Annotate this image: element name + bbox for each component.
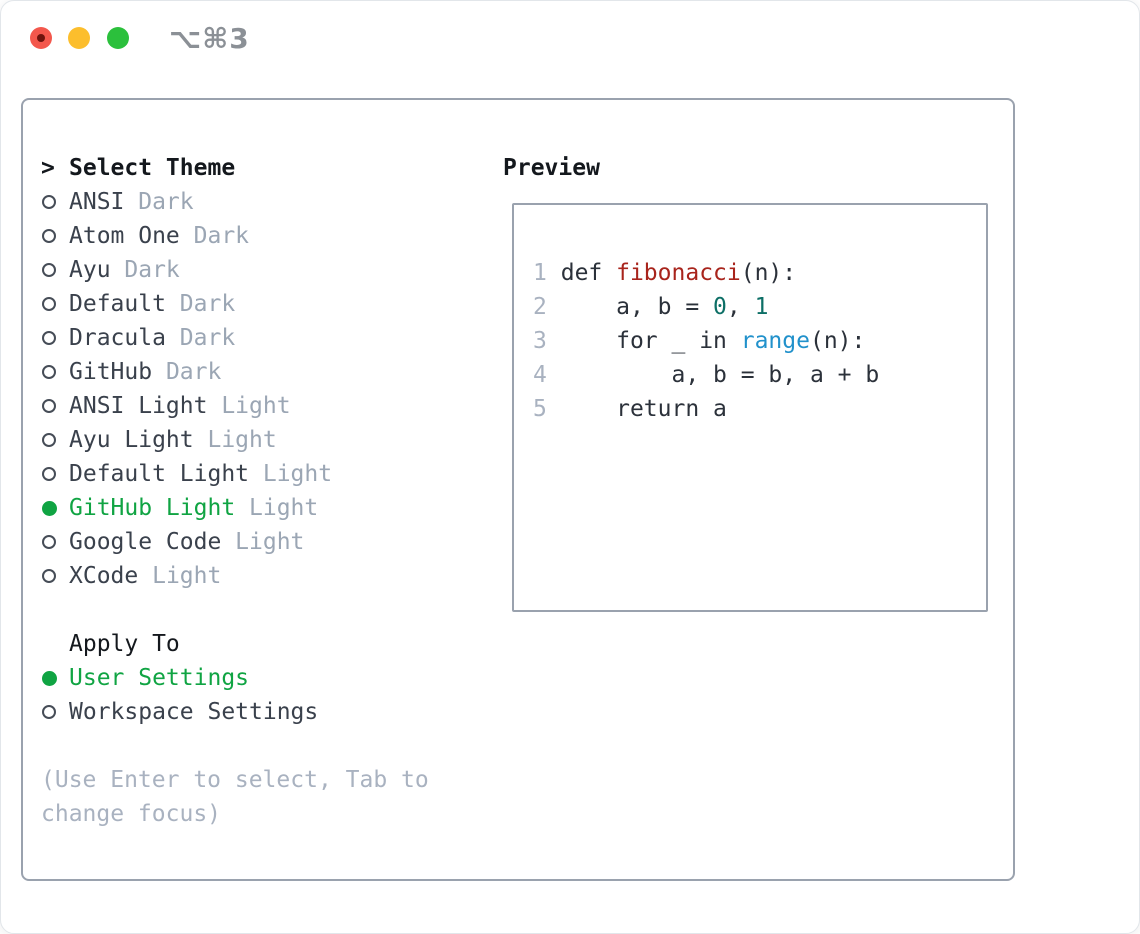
line-number: 5 [533,396,547,422]
radio-icon [42,195,56,209]
variant-tag: Dark [193,223,250,249]
code-token: (n): [740,260,797,286]
code-line: 1 def fibonacci(n): [533,256,986,290]
code-token: 1 [754,294,769,320]
code-token: a, b = b, a + b [560,362,880,388]
line-number: 2 [533,294,547,320]
variant-tag: Light [207,427,277,453]
radio-icon [42,467,56,481]
radio-icon [42,705,56,719]
theme-option[interactable]: Default Light Light [41,457,429,491]
apply-to-option[interactable]: Workspace Settings [41,695,429,729]
radio-selected-icon [42,500,57,516]
option-label: Google Code [69,529,222,555]
line-number: 1 [533,260,547,286]
minimize-button[interactable] [68,27,90,49]
code-token: range [740,328,810,354]
window-title: ⌥⌘3 [169,22,250,55]
variant-tag: Dark [179,325,236,351]
variant-tag: Light [235,529,305,555]
variant-tag: Dark [138,189,194,215]
blank-line [533,426,986,460]
line-number: 3 [533,328,547,354]
code-token: , [726,294,755,320]
option-label: ANSI [69,189,125,215]
code-token: (n): [809,328,866,354]
theme-option[interactable]: ANSI Light Light [41,389,429,423]
radio-icon [42,535,56,549]
code-token: fibonacci [616,260,741,286]
preview-header: Preview [503,155,600,181]
option-label: Ayu Light [69,427,194,453]
radio-icon [42,399,56,413]
radio-icon [42,229,56,243]
code-token: return a [560,396,727,422]
option-label: Dracula [69,325,166,351]
theme-option[interactable]: Dracula Dark [41,321,429,355]
variant-tag: Dark [179,291,236,317]
theme-option[interactable]: Atom One Dark [41,219,429,253]
hint-line-2: change focus) [41,801,222,827]
radio-icon [42,433,56,447]
option-label: GitHub [69,359,153,385]
variant-tag: Light [221,393,291,419]
variant-tag: Dark [165,359,222,385]
option-label: Ayu [69,257,111,283]
code-token: def [560,260,617,286]
close-button[interactable] [30,27,52,49]
code-token: a, b = [560,294,714,320]
code-token: for _ in [560,328,741,354]
radio-icon [42,263,56,277]
code-line: 5 return a [533,392,986,426]
option-label: ANSI Light [69,393,208,419]
variant-tag: Light [249,495,319,521]
focus-arrow-icon: > [41,155,55,181]
apply-to-option[interactable]: User Settings [41,661,429,695]
theme-option[interactable]: ANSI Dark [41,185,429,219]
select-theme-header: Select Theme [69,155,236,181]
radio-selected-icon [42,670,57,686]
radio-icon [42,331,56,345]
radio-icon [42,297,56,311]
apply-to-header: Apply To [69,631,180,657]
line-number: 4 [533,362,547,388]
zoom-button[interactable] [107,27,129,49]
code-token: 0 [713,294,727,320]
option-label: Default [69,291,166,317]
hint-line-1: (Use Enter to select, Tab to [41,767,429,793]
preview-section: Preview [503,151,600,185]
option-label: XCode [69,563,139,589]
theme-option[interactable]: Ayu Dark [41,253,429,287]
theme-option[interactable]: GitHub Light Light [41,491,429,525]
option-label: Atom One [69,223,180,249]
spacer [41,729,429,763]
theme-option[interactable]: Google Code Light [41,525,429,559]
option-label: Default Light [69,461,250,487]
variant-tag: Light [262,461,333,487]
option-label: User Settings [69,665,250,691]
variant-tag: Dark [124,257,180,283]
radio-icon [42,569,56,583]
code-line: 4 a, b = b, a + b [533,358,986,392]
apply-to-header-row: Apply To [41,627,429,661]
title-bar: ⌥⌘3 [1,1,1139,75]
code-line: 3 for _ in range(n): [533,324,986,358]
theme-option[interactable]: GitHub Dark [41,355,429,389]
theme-option[interactable]: XCode Light [41,559,429,593]
select-theme-header-row: > Select Theme [41,151,429,185]
option-label: GitHub Light [69,495,236,521]
option-label: Workspace Settings [69,699,319,725]
code-line: 2 a, b = 0, 1 [533,290,986,324]
spacer [41,593,429,627]
theme-option[interactable]: Default Dark [41,287,429,321]
radio-icon [42,365,56,379]
theme-option[interactable]: Ayu Light Light [41,423,429,457]
variant-tag: Light [152,563,222,589]
